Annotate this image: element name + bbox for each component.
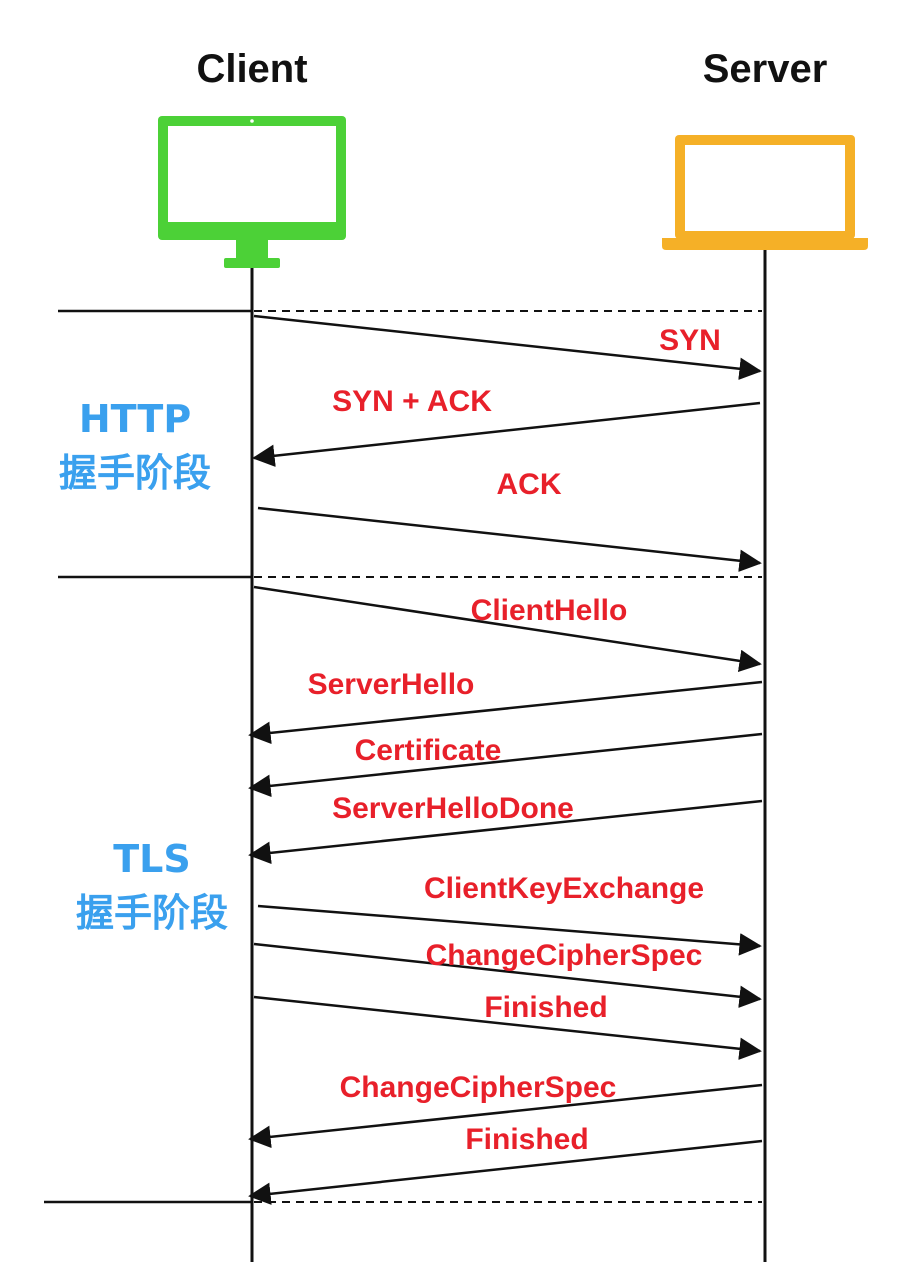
client-change-cipher-spec-label: ChangeCipherSpec	[426, 939, 703, 972]
server-hello-done-arrow	[248, 799, 763, 865]
monitor-icon	[158, 116, 346, 268]
server-finished-label: Finished	[465, 1123, 588, 1156]
server-change-cipher-spec-label: ChangeCipherSpec	[340, 1071, 617, 1104]
certificate-arrow	[248, 732, 763, 798]
syn-ack-label: SYN + ACK	[332, 385, 492, 418]
ack-arrow	[257, 506, 762, 572]
client-title: Client	[196, 47, 307, 91]
client-finished-arrow	[253, 995, 762, 1060]
client-key-exchange-arrow	[257, 904, 762, 956]
syn-arrow	[253, 314, 762, 380]
client-hello-label: ClientHello	[471, 594, 628, 627]
server-hello-arrow	[248, 680, 763, 745]
syn-ack-arrow	[252, 401, 761, 467]
http-phase-title: HTTP	[79, 397, 191, 441]
client-change-cipher-spec-arrow	[253, 942, 762, 1008]
server-change-cipher-spec-arrow	[248, 1083, 763, 1149]
tls-phase-title: TLS	[113, 837, 191, 881]
certificate-label: Certificate	[355, 734, 502, 767]
tls-phase-subtitle: 握手阶段	[76, 891, 228, 935]
server-hello-label: ServerHello	[308, 668, 475, 701]
syn-label: SYN	[659, 324, 721, 357]
http-phase-subtitle: 握手阶段	[59, 451, 211, 495]
client-finished-label: Finished	[484, 991, 607, 1024]
client-key-exchange-label: ClientKeyExchange	[424, 872, 704, 905]
server-title: Server	[703, 47, 828, 91]
server-hello-done-label: ServerHelloDone	[332, 792, 574, 825]
laptop-icon	[662, 135, 868, 250]
server-finished-arrow	[248, 1139, 763, 1205]
client-hello-arrow	[253, 585, 762, 673]
ack-label: ACK	[497, 468, 562, 501]
